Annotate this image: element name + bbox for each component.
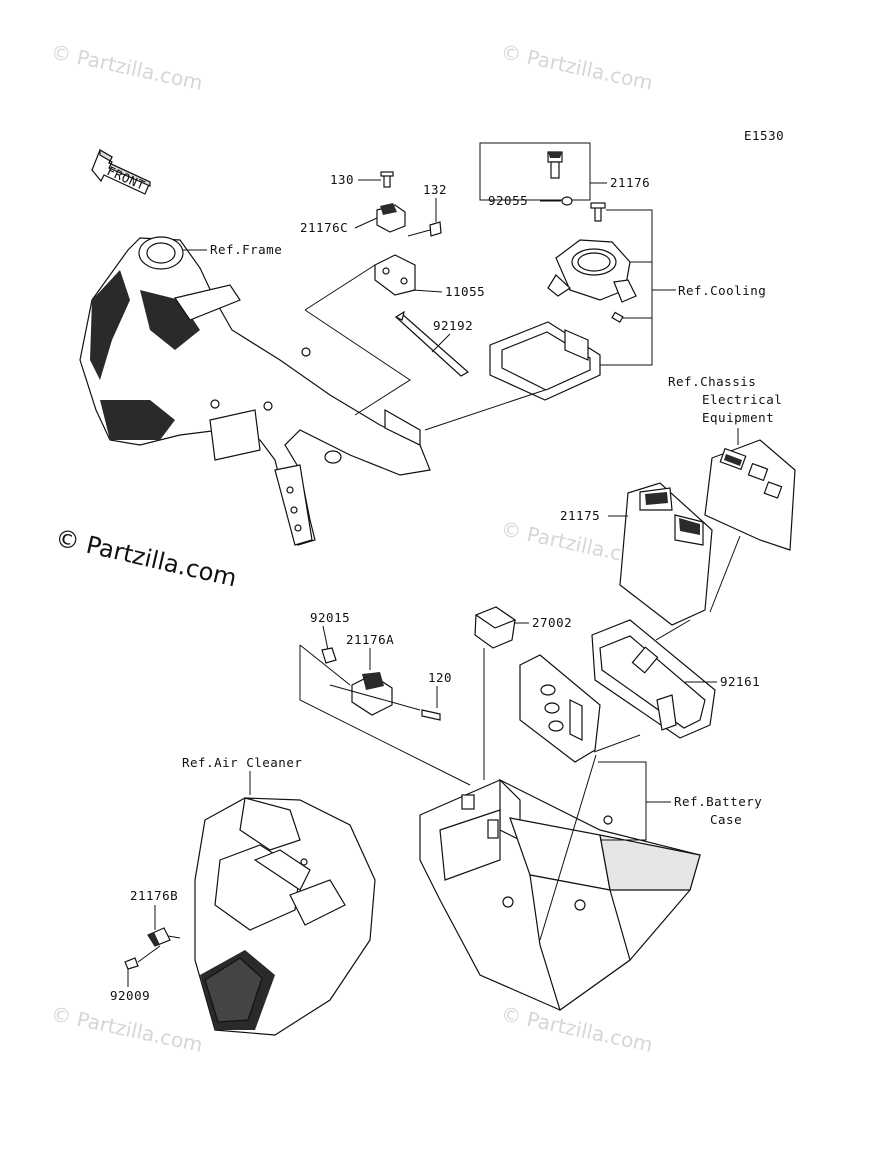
part-21176A: 21176A [346, 632, 394, 647]
battery-case [419, 778, 701, 1011]
relay-27002 [474, 606, 517, 649]
watermark-top-right: © Partzilla.com [499, 39, 655, 95]
diagram-code: E1530 [744, 128, 784, 143]
front-label: FRONT [105, 163, 148, 193]
part-21176B: 21176B [130, 888, 178, 903]
part-92192: 92192 [433, 318, 473, 333]
ecu-21175 [619, 482, 713, 626]
watermark-bottom-right: © Partzilla.com [499, 1001, 655, 1057]
part-130: 130 [330, 172, 354, 187]
part-21175: 21175 [560, 508, 600, 523]
front-arrow: FRONT [91, 148, 151, 195]
part-92055: 92055 [488, 193, 528, 208]
ref-frame-label: Ref.Frame [210, 242, 282, 257]
watermark-bottom-left: © Partzilla.com [49, 1001, 205, 1057]
ref-chassis-label-3: Equipment [702, 410, 774, 425]
sensor-21176B [124, 927, 181, 970]
ref-battery-label-2: Case [710, 812, 742, 827]
ref-chassis-label-1: Ref.Chassis [668, 374, 756, 389]
ref-cooling-label: Ref.Cooling [678, 283, 766, 298]
thermostat-housing [547, 202, 637, 323]
sensor-21176C [374, 171, 470, 377]
watermark-top-left: © Partzilla.com [49, 39, 205, 95]
part-92009: 92009 [110, 988, 150, 1003]
part-27002: 27002 [532, 615, 572, 630]
part-11055: 11055 [445, 284, 485, 299]
sensor-21176A [321, 647, 441, 721]
part-120: 120 [428, 670, 452, 685]
sensor-21176 [547, 151, 573, 206]
ecu-bracket [591, 619, 716, 739]
ref-chassis-label-2: Electrical [702, 392, 782, 407]
coolant-bracket [489, 321, 601, 401]
part-92161: 92161 [720, 674, 760, 689]
air-cleaner-drawing [194, 797, 376, 1036]
part-92015: 92015 [310, 610, 350, 625]
ref-battery-label-1: Ref.Battery [674, 794, 762, 809]
part-21176: 21176 [610, 175, 650, 190]
frame-drawing [79, 236, 431, 546]
watermark-mid-left: © Partzilla.com [53, 524, 240, 593]
part-21176C: 21176C [300, 220, 348, 235]
ref-air-cleaner-label: Ref.Air Cleaner [182, 755, 302, 770]
part-132: 132 [423, 182, 447, 197]
battery-tray-plate [519, 654, 601, 763]
chassis-electrical-unit [704, 439, 796, 551]
